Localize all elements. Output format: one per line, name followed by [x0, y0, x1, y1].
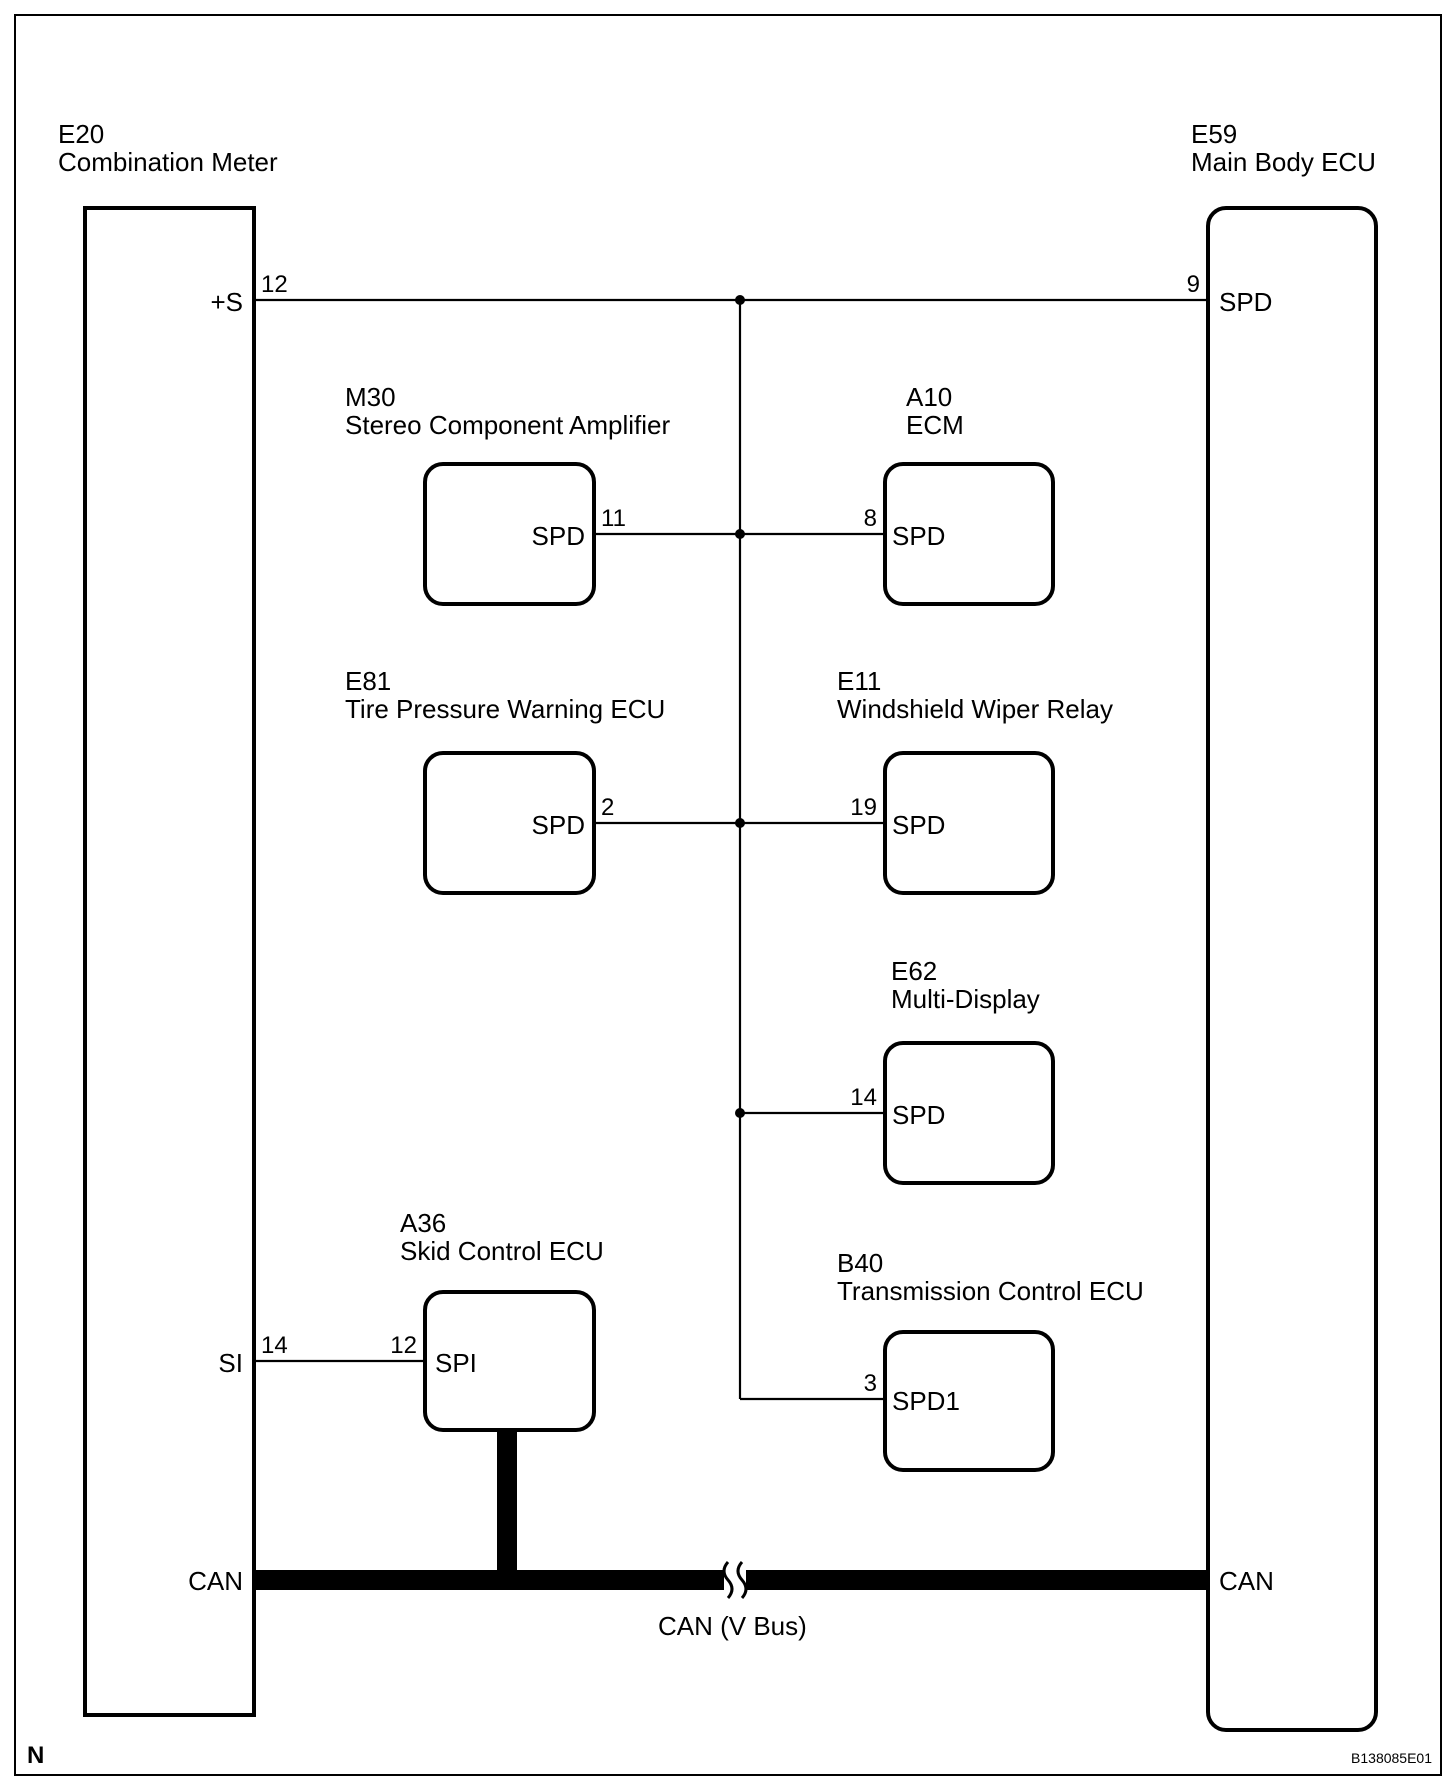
stereo-component-amplifier: M30 Stereo Component Amplifier SPD 11	[345, 382, 671, 606]
skid-control-ecu: A36 Skid Control ECU SPI 12	[390, 1208, 604, 1432]
pin-number: 12	[390, 1332, 417, 1359]
can-bus-label: CAN (V Bus)	[658, 1611, 807, 1641]
component-box	[883, 462, 1055, 606]
pin-label: CAN	[1219, 1566, 1274, 1596]
junction-dot	[735, 529, 745, 539]
component-id: A10	[906, 382, 952, 412]
corner-label: N	[27, 1742, 44, 1769]
component-box	[423, 462, 596, 606]
component-box	[423, 751, 596, 895]
pin-number: 9	[1187, 271, 1200, 298]
component-id: E11	[837, 666, 881, 696]
component-box	[883, 751, 1055, 895]
main-body-ecu: E59 Main Body ECU SPD 9 CAN	[1187, 119, 1378, 1732]
pin-label: SPD	[532, 521, 585, 551]
windshield-wiper-relay: E11 Windshield Wiper Relay SPD 19	[837, 666, 1113, 895]
component-box	[883, 1330, 1055, 1472]
component-name: ECM	[906, 410, 964, 440]
component-name: Main Body ECU	[1191, 147, 1376, 177]
component-id: M30	[345, 382, 396, 412]
combination-meter: E20 Combination Meter +S 12 SI 14 CAN	[58, 119, 288, 1717]
multi-display: E62 Multi-Display SPD 14	[850, 956, 1055, 1185]
junction-dot	[735, 295, 745, 305]
figure-code: B138085E01	[1351, 1750, 1432, 1766]
can-bus-break-mark	[736, 1561, 748, 1599]
diagram-frame	[14, 14, 1442, 1776]
ecm: A10 ECM SPD 8	[864, 382, 1055, 606]
speed-signal-wires	[254, 295, 1208, 1401]
pin-label: SPD	[892, 521, 945, 551]
component-box	[883, 1041, 1055, 1185]
pin-label: SPD	[1219, 287, 1272, 317]
component-name: Transmission Control ECU	[837, 1276, 1144, 1306]
component-id: E20	[58, 119, 104, 149]
pin-label: SPI	[435, 1348, 477, 1378]
pin-label: CAN	[188, 1566, 243, 1596]
pin-label: SPD1	[892, 1386, 960, 1416]
pin-label: SPD	[892, 810, 945, 840]
pin-number: 14	[261, 1332, 288, 1359]
tire-pressure-warning-ecu: E81 Tire Pressure Warning ECU SPD 2	[345, 666, 665, 895]
junction-dot	[735, 818, 745, 828]
component-id: E59	[1191, 119, 1237, 149]
component-box	[83, 206, 256, 1717]
can-bus: CAN (V Bus)	[254, 1430, 1208, 1641]
component-box	[1206, 206, 1378, 1732]
component-name: Multi-Display	[891, 984, 1040, 1014]
can-bus-break-mark	[722, 1561, 734, 1599]
pin-number: 14	[850, 1084, 877, 1111]
pin-number: 11	[601, 505, 626, 532]
pin-number: 19	[850, 794, 877, 821]
pin-label: SI	[218, 1348, 243, 1378]
pin-label: +S	[210, 287, 243, 317]
pin-number: 3	[864, 1370, 877, 1397]
component-id: E81	[345, 666, 391, 696]
component-box	[423, 1290, 596, 1432]
component-name: Combination Meter	[58, 147, 278, 177]
component-name: Stereo Component Amplifier	[345, 410, 671, 440]
transmission-control-ecu: B40 Transmission Control ECU SPD1 3	[837, 1248, 1144, 1472]
pin-label: SPD	[532, 810, 585, 840]
component-id: E62	[891, 956, 937, 986]
pin-number: 12	[261, 271, 288, 298]
junction-dot	[735, 1108, 745, 1118]
pin-number: 8	[864, 505, 877, 532]
component-id: A36	[400, 1208, 446, 1238]
pin-number: 2	[601, 794, 614, 821]
component-id: B40	[837, 1248, 883, 1278]
component-name: Windshield Wiper Relay	[837, 694, 1113, 724]
pin-label: SPD	[892, 1100, 945, 1130]
component-name: Tire Pressure Warning ECU	[345, 694, 665, 724]
component-name: Skid Control ECU	[400, 1236, 604, 1266]
